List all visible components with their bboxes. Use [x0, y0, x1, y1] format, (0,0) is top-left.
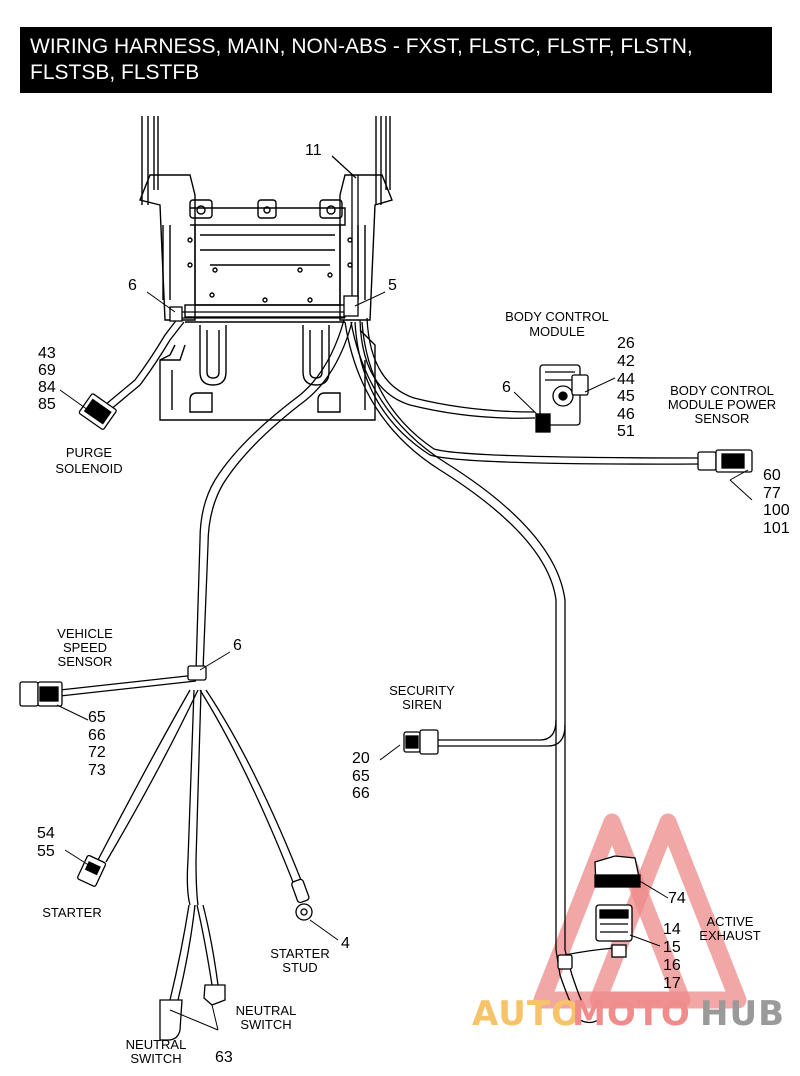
bcm-ref-3: 44 [617, 371, 635, 388]
neutral-switch-terminal-b [203, 984, 226, 1006]
starter-stud-label-2: STUD [282, 960, 317, 975]
neutral-switch-a-label-2: SWITCH [130, 1051, 181, 1066]
neutral-switch-terminal-a [159, 999, 183, 1041]
callout-4: 4 [341, 935, 350, 952]
watermark-text: AUTO MOTO HUB [472, 994, 785, 1034]
neutral-switch-b-label-1: NEUTRAL [236, 1003, 297, 1018]
bcm-label-1: BODY CONTROL [505, 309, 609, 324]
bcm-ref-1: 26 [617, 335, 635, 352]
purge-ref-2: 69 [38, 362, 56, 379]
bcm-ref-4: 45 [617, 388, 635, 405]
exhaust-ref-2: 15 [663, 939, 681, 956]
siren-label-1: SECURITY [389, 683, 455, 698]
purge-solenoid-connector [78, 393, 117, 430]
vss-label-1: VEHICLE [57, 626, 113, 641]
purge-ref-3: 84 [38, 379, 56, 396]
starter-stud-label-1: STARTER [270, 946, 329, 961]
frame-tray [139, 116, 393, 421]
callout-5: 5 [388, 277, 397, 294]
siren-label-2: SIREN [402, 697, 442, 712]
active-exhaust-label-1: ACTIVE [707, 914, 754, 929]
clamp-5 [343, 295, 359, 317]
bcm-power-sensor-connector [697, 449, 753, 473]
vss-ref-1: 65 [88, 709, 106, 726]
watermark-logo [533, 813, 747, 1009]
clamp-exhaust [557, 954, 573, 970]
bcm-power-label-2: MODULE POWER [668, 397, 776, 412]
starter-label: STARTER [42, 905, 101, 920]
watermark-moto: MOTO [572, 994, 691, 1034]
diagram-title: WIRING HARNESS, MAIN, NON-ABS - FXST, FL… [30, 35, 693, 84]
bcm-power-label-3: SENSOR [695, 411, 750, 426]
title-bar: WIRING HARNESS, MAIN, NON-ABS - FXST, FL… [20, 27, 772, 93]
callout-6-bcm: 6 [502, 379, 511, 396]
vss-ref-3: 72 [88, 744, 106, 761]
exhaust-ref-4: 17 [663, 975, 681, 992]
bcm-power-label-1: BODY CONTROL [670, 383, 774, 398]
watermark-hub: HUB [700, 994, 785, 1034]
watermark-auto: AUTO [472, 994, 581, 1034]
vss-ref-4: 73 [88, 762, 106, 779]
connectors [19, 295, 753, 1041]
siren-ref-2: 65 [352, 768, 370, 785]
security-siren-connector [403, 729, 439, 755]
siren-ref-1: 20 [352, 750, 370, 767]
vehicle-speed-sensor-connector [19, 681, 63, 707]
body-control-module [535, 364, 589, 433]
bcm-power-ref-4: 101 [763, 520, 790, 537]
vss-label-3: SENSOR [58, 654, 113, 669]
siren-ref-3: 66 [352, 785, 370, 802]
component-labels: PURGE SOLENOID 43 69 84 85 BODY CONTROL … [37, 309, 790, 1066]
starter-connector [77, 854, 107, 887]
callout-63: 63 [215, 1049, 233, 1066]
purge-ref-1: 43 [38, 345, 56, 362]
bcm-label-2: MODULE [529, 324, 585, 339]
neutral-switch-a-label-1: NEUTRAL [126, 1037, 187, 1052]
bcm-power-ref-2: 77 [763, 485, 781, 502]
bcm-ref-5: 46 [617, 406, 635, 423]
callout-74: 74 [668, 890, 686, 907]
starter-stud-terminal [291, 878, 313, 921]
purge-solenoid-label-2: SOLENOID [55, 461, 122, 476]
purge-ref-4: 85 [38, 396, 56, 413]
purge-solenoid-label-1: PURGE [66, 445, 113, 460]
bcm-power-ref-1: 60 [763, 467, 781, 484]
bcm-ref-6: 51 [617, 423, 635, 440]
exhaust-ref-1: 14 [663, 921, 681, 938]
active-exhaust-connector [594, 855, 641, 958]
neutral-switch-b-label-2: SWITCH [240, 1017, 291, 1032]
starter-ref-2: 55 [37, 843, 55, 860]
bcm-power-ref-3: 100 [763, 502, 790, 519]
bcm-ref-2: 42 [617, 353, 635, 370]
vss-label-2: SPEED [63, 640, 107, 655]
callout-6-lower: 6 [233, 637, 242, 654]
starter-ref-1: 54 [37, 825, 55, 842]
leader-lines [56, 291, 753, 1031]
callout-11: 11 [305, 142, 322, 159]
vss-ref-2: 66 [88, 727, 106, 744]
callout-6-left: 6 [128, 277, 137, 294]
harness-wires [59, 155, 701, 1024]
exhaust-ref-3: 16 [663, 957, 681, 974]
active-exhaust-label-2: EXHAUST [699, 928, 760, 943]
callouts: 11 6 5 6 6 4 63 74 [128, 142, 686, 1066]
